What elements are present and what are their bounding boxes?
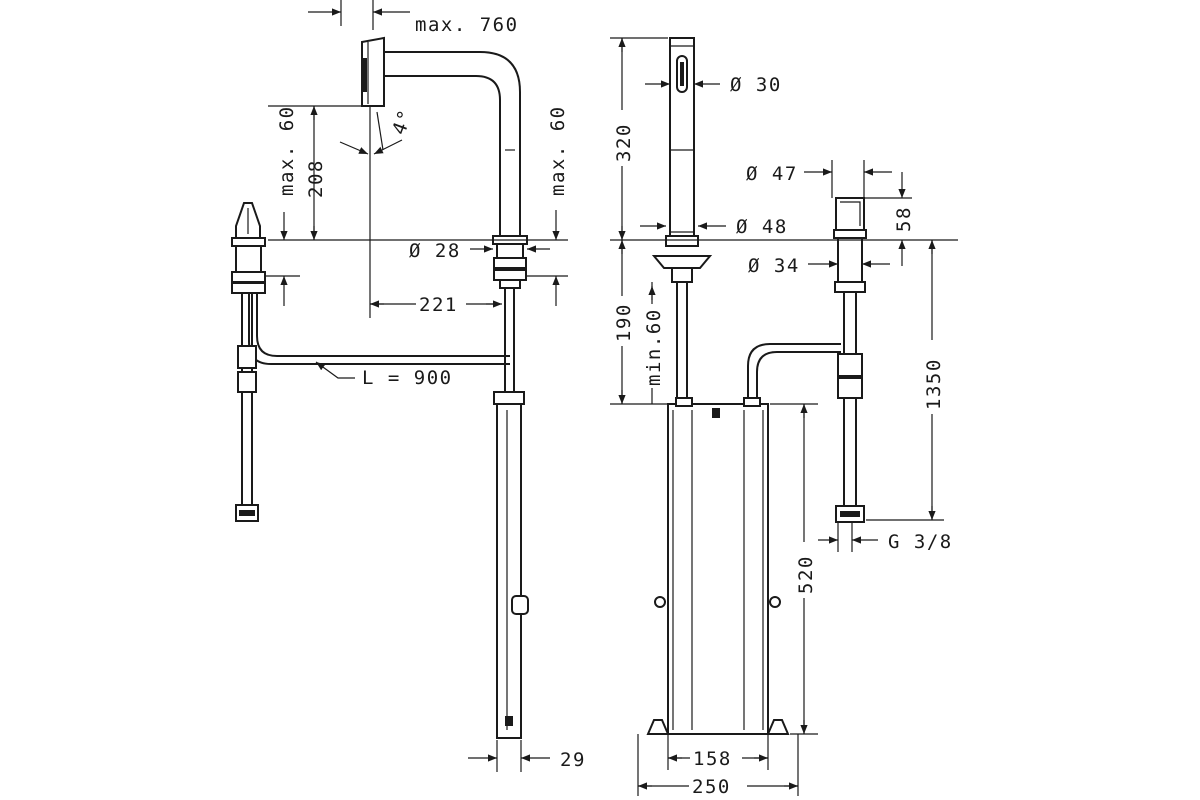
connecting-hose-outer: [256, 293, 510, 357]
weight-box-edges: [672, 410, 764, 730]
label-1350: 1350: [923, 358, 945, 410]
valve-hose-nut-fill: [239, 510, 255, 516]
label-d-28: Ø 28: [409, 240, 461, 262]
side-valve-rosette: [833, 229, 867, 239]
label-thread: G 3/8: [888, 531, 953, 553]
label-29: 29: [560, 749, 586, 771]
dim-158-ext: [667, 734, 769, 770]
label-min-60: min.60: [643, 308, 665, 386]
label-158-bg: [690, 746, 742, 770]
label-320-bg: [610, 110, 636, 166]
label-250: 250: [692, 776, 731, 798]
angle-tilt-line: [376, 111, 384, 151]
spout-neck-inner: [380, 75, 501, 239]
label-d-48: Ø 48: [736, 216, 788, 238]
valve-rosette: [231, 237, 266, 247]
side-valve-hoses: [843, 291, 857, 513]
tap-front-view: [646, 37, 867, 735]
dim-29-ext: [496, 740, 522, 772]
dim-thread-ext: [837, 522, 853, 552]
box-fitting-left: [675, 397, 693, 407]
label-190: 190: [613, 303, 635, 342]
box-foot-right: [766, 719, 790, 735]
tap-side-view: [231, 36, 529, 739]
label-1350-bg: [920, 340, 946, 414]
hose-coupling: [493, 391, 525, 405]
box-clip-right: [769, 596, 781, 608]
label-d-30: Ø 30: [730, 74, 782, 96]
side-valve-handle: [835, 197, 865, 231]
label-d-47: Ø 47: [746, 163, 798, 185]
label-d-34: Ø 34: [748, 255, 800, 277]
spray-button-slot: [680, 62, 684, 86]
mounting-nut-top: [493, 257, 527, 269]
side-valve-ferrule-1: [837, 353, 863, 377]
spout-pillar-lines: [670, 45, 694, 233]
label-max-760: max. 760: [415, 14, 519, 36]
side-view-dimensions: max. 760 max. 60 208 4° max. 60 Ø 28: [266, 0, 586, 772]
front-view-dimensions: 320 Ø 30 Ø 48 190 min.60 Ø 47 58 Ø: [610, 37, 958, 798]
front-base-nut: [671, 267, 693, 283]
dim-760-ext: [340, 0, 374, 30]
box-fitting-right: [743, 397, 761, 407]
spray-head-button: [362, 58, 367, 92]
angle-arrow-left: [339, 141, 369, 155]
mounting-nut-bottom: [493, 269, 527, 281]
label-520-bg: [792, 542, 818, 598]
label-221-bg: [416, 292, 466, 316]
box-clip-left: [654, 596, 666, 608]
valve-nut-top: [231, 271, 266, 283]
front-hose-outer: [756, 351, 841, 399]
label-208: 208: [305, 159, 327, 198]
front-base-flange: [651, 255, 713, 269]
hose-length-leader: [315, 361, 355, 379]
base-body: [496, 243, 524, 259]
label-min60-bg: [640, 304, 666, 388]
side-valve-hose-nut-fill: [840, 511, 860, 517]
valve-nut-bottom: [231, 282, 266, 294]
valve-body: [235, 245, 262, 273]
supply-pipe: [504, 287, 515, 393]
label-max-60-left: max. 60: [276, 105, 298, 196]
label-320: 320: [613, 123, 635, 162]
label-158: 158: [693, 748, 732, 770]
spout-neck-outer: [380, 51, 521, 239]
box-top-marker: [712, 408, 720, 418]
valve-hose-ferrule-1: [237, 345, 257, 369]
label-221: 221: [419, 294, 458, 316]
label-angle-4: 4°: [388, 106, 418, 138]
front-base-body: [665, 235, 699, 247]
front-supply-pipe: [676, 281, 688, 403]
side-valve-handle-detail: [840, 201, 861, 226]
hose-end-marker: [505, 716, 513, 726]
valve-supply-hoses: [241, 292, 253, 506]
side-valve-ferrule-2: [837, 377, 863, 399]
label-max-60-right: max. 60: [547, 105, 569, 196]
hose-clip: [511, 595, 529, 615]
dim-47-ext: [831, 160, 865, 198]
box-foot-left: [646, 719, 670, 735]
label-190-bg: [610, 296, 636, 346]
angle-arrow-right: [373, 139, 403, 155]
label-520: 520: [795, 555, 817, 594]
weight-box: [667, 403, 769, 735]
valve-hose-ferrule-2: [237, 371, 257, 393]
label-58: 58: [893, 206, 915, 232]
hose-weight: [496, 403, 522, 739]
side-valve-nut: [834, 281, 866, 293]
base-shank: [499, 279, 521, 289]
label-250-bg: [689, 774, 747, 798]
label-hose-length: L = 900: [362, 367, 453, 389]
side-valve-body: [837, 237, 863, 283]
front-hose-inner: [747, 343, 841, 399]
